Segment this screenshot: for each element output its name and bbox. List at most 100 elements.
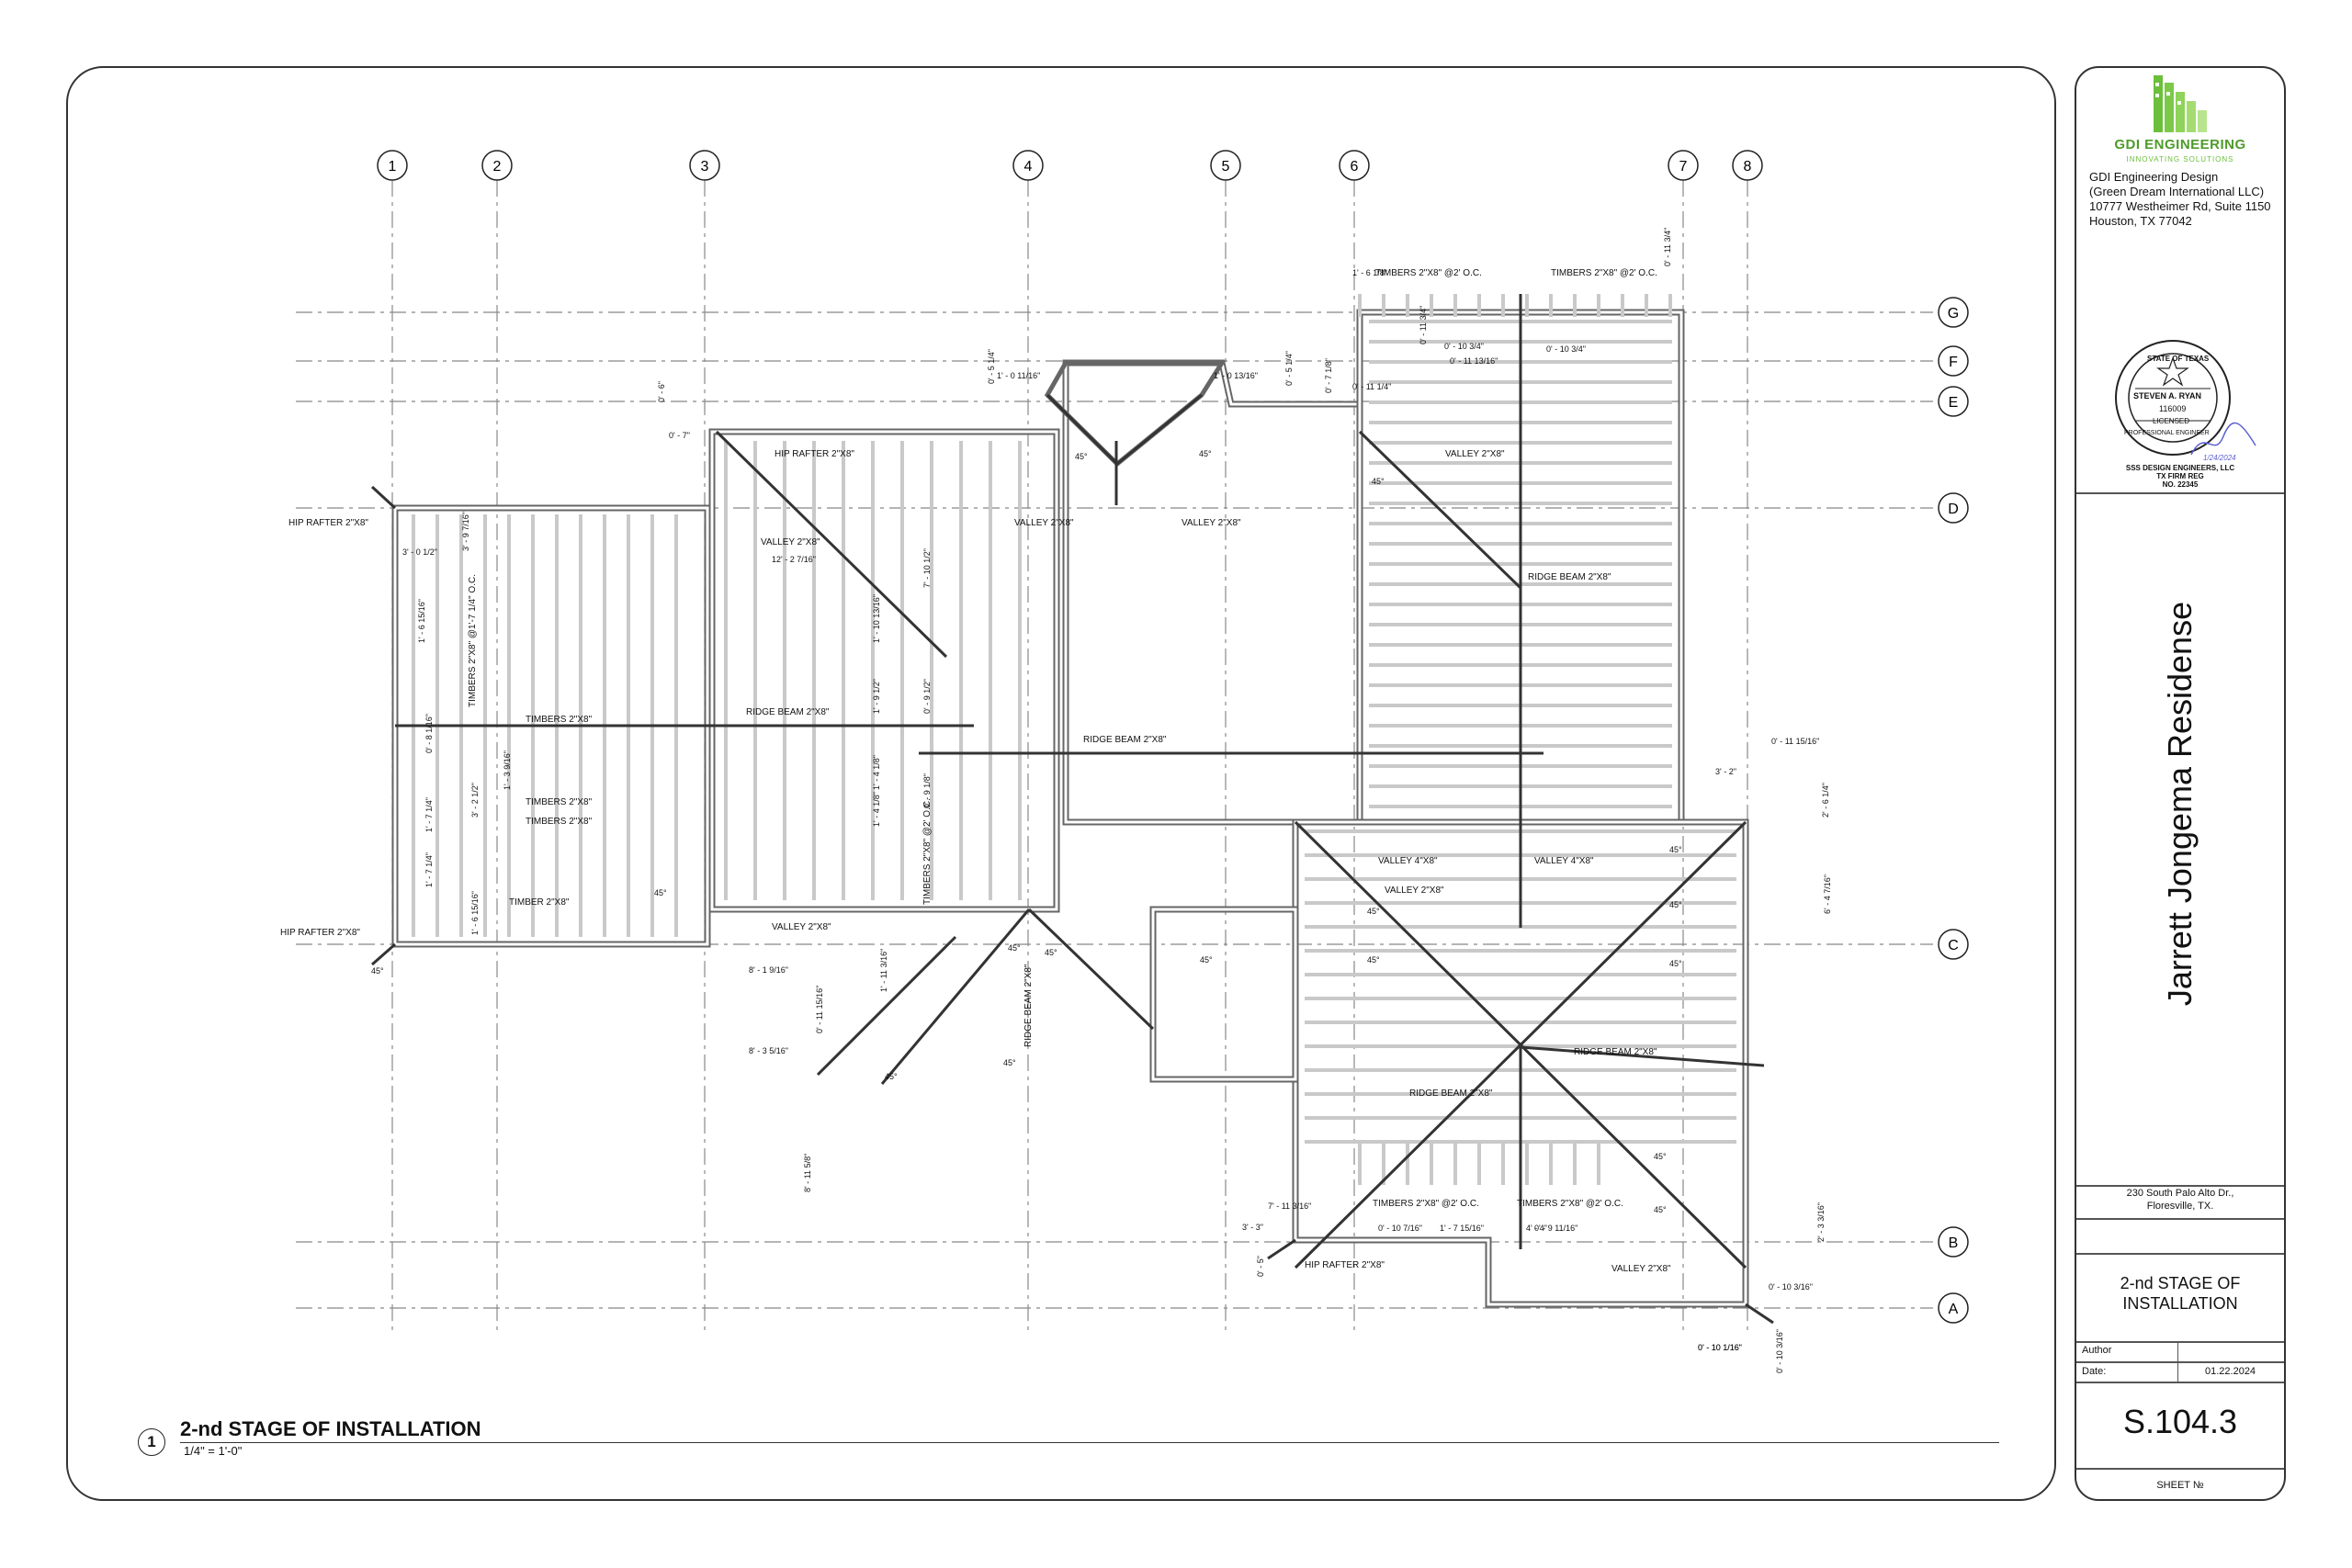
- grid-bubble: [1938, 1292, 1969, 1324]
- dimension-label: 0' - 11 15/16": [1771, 737, 1819, 746]
- dimension-label: 0' - 10 1/16": [1698, 1343, 1742, 1352]
- angle-label: 45°: [885, 1072, 898, 1081]
- dimension-label: 1' - 0 13/16": [1214, 371, 1258, 380]
- author-label: Author: [2082, 1345, 2112, 1356]
- seal-stamp-icon: [2115, 340, 2231, 456]
- grid-lines: [296, 180, 1933, 1332]
- divider: [2076, 1253, 2284, 1255]
- annotation-label: HIP RAFTER 2"X8": [288, 518, 368, 528]
- hip-rafter: [1267, 1238, 1296, 1260]
- divider: [2076, 1341, 2284, 1343]
- dimension-label: 0' - 7 1/8": [1324, 358, 1333, 393]
- firm-reg-name: SSS DESIGN ENGINEERS, LLC: [2125, 464, 2235, 472]
- view-scale: 1/4" = 1'-0": [184, 1444, 243, 1458]
- dimension-label: 3' - 2": [1715, 767, 1736, 776]
- annotation-labels: HIP RAFTER 2"X8" HIP RAFTER 2"X8" HIP RAFT…: [280, 228, 1832, 1373]
- grid-bubble: [377, 150, 408, 181]
- grid-column-label: 3: [701, 159, 709, 175]
- grid-bubble: [689, 150, 720, 181]
- dimension-label: 3' - 3": [1242, 1223, 1263, 1232]
- grid-bubble: [1732, 150, 1763, 181]
- firm-reg-label: TX FIRM REG: [2156, 472, 2204, 480]
- ridge-beam: [1520, 1045, 1765, 1067]
- dimension-label: 8' - 11 5/8": [803, 1154, 812, 1192]
- annotation-label: HIP RAFTER 2"X8": [1305, 1260, 1385, 1270]
- angle-label: 45°: [654, 888, 667, 897]
- engineer-seal: [2113, 338, 2233, 457]
- dimension-label: 7' - 11 3/16": [1268, 1201, 1311, 1211]
- divider: [2076, 1185, 2284, 1187]
- grid-bubble: [1938, 1226, 1969, 1258]
- angle-label: 45°: [1669, 900, 1682, 909]
- annotation-label: VALLEY 2"X8": [1445, 449, 1505, 459]
- view-title-underline: [180, 1442, 1999, 1443]
- annotation-label: TIMBERS 2"X8" @2' O.C.: [1375, 268, 1482, 278]
- hip-rafter: [370, 485, 397, 510]
- dimension-label: 0' - 11 1/4": [1352, 382, 1391, 391]
- address-line: GDI Engineering Design: [2089, 170, 2219, 184]
- annotation-label: TIMBERS 2"X8": [526, 797, 593, 807]
- seal-date: 1/24/2024: [2203, 454, 2236, 462]
- dimension-label: 0' - 9 11/16": [1534, 1224, 1577, 1233]
- dimension-label: 2' - 6 1/4": [1821, 783, 1830, 818]
- sheet-title-line1: 2-nd STAGE OF: [2120, 1274, 2241, 1292]
- firm-reg-number: NO. 22345: [2162, 480, 2199, 489]
- annotation-label: TIMBERS 2"X8": [526, 817, 593, 827]
- dimension-label: 0' - 10 3/16": [1769, 1282, 1813, 1292]
- grid-row-label: F: [1949, 355, 1958, 370]
- dimension-label: 1' - 7 1/4": [424, 852, 434, 887]
- annotation-label: VALLEY 2"X8": [1014, 518, 1074, 528]
- grid-column-label: 8: [1744, 159, 1752, 175]
- grid-bubble: [1938, 492, 1969, 524]
- drawing-sheet-frame: [66, 66, 2056, 1501]
- annotation-label: TIMBERS 2"X8" @2' O.C.: [1517, 1199, 1623, 1209]
- dimension-label: 0' - 11 13/16": [1450, 356, 1498, 366]
- dimension-label: 1' - 9 1/2": [872, 679, 881, 714]
- angle-label: 45°: [1075, 452, 1088, 461]
- dimension-label: 0' - 10 3/4": [1444, 342, 1484, 351]
- annotation-label: HIP RAFTER 2"X8": [775, 449, 854, 459]
- dimension-label: 3' - 9 7/16": [461, 512, 470, 551]
- date-label: Date:: [2082, 1366, 2107, 1377]
- grid-bubble: [1938, 345, 1969, 377]
- grid-column-label: 5: [1222, 159, 1230, 175]
- wall-outline: [708, 428, 1060, 913]
- date-value: 01.22.2024: [2205, 1366, 2256, 1377]
- annotation-label: TIMBERS 2"X8" @2' O.C.: [1551, 268, 1657, 278]
- grid-row-label: D: [1948, 502, 1959, 517]
- grid-bubble: [1938, 929, 1969, 960]
- annotation-label: RIDGE BEAM 2"X8": [1574, 1047, 1657, 1057]
- annotation-label: RIDGE BEAM 2"X8": [1409, 1089, 1493, 1099]
- dimension-label: 0' - 7": [669, 431, 690, 440]
- seal-name: STEVEN A. RYAN: [2133, 391, 2202, 400]
- wall-outline-inner: [1151, 908, 1297, 1081]
- view-number-bubble: 1: [138, 1428, 165, 1456]
- date-divider: [2177, 1343, 2178, 1382]
- divider: [2076, 492, 2284, 494]
- firm-logo-tagline: INNOVATING SOLUTIONS: [2126, 155, 2234, 164]
- annotation-label: RIDGE BEAM 2"X8": [746, 707, 830, 717]
- view-title: 2-nd STAGE OF INSTALLATION: [180, 1417, 481, 1440]
- annotation-label: VALLEY 2"X8": [761, 537, 820, 547]
- annotation-label: TIMBERS 2"X8" @2' O.C.: [1373, 1199, 1479, 1209]
- dimension-label: 0' - 11 15/16": [815, 986, 824, 1033]
- dimension-label: 6' - 4 7/16": [1823, 874, 1832, 914]
- dimension-label: 0' - 10 3/4": [1546, 344, 1586, 354]
- roof-structure: [370, 294, 1774, 1325]
- project-address-line1: 230 South Palo Alto Dr.,: [2126, 1188, 2234, 1199]
- annotation-label: TIMBERS 2"X8" @1'-7 1/4" O.C.: [468, 574, 478, 707]
- dimension-label: 2' - 3 3/16": [1816, 1202, 1826, 1242]
- angle-label: 45°: [1200, 955, 1213, 964]
- grid-bubble: [1938, 386, 1969, 417]
- divider: [2076, 1218, 2284, 1220]
- grid-bubble: [1339, 150, 1370, 181]
- grid-bubble: [1938, 297, 1969, 328]
- dimension-label: 1' - 6 15/16": [417, 599, 426, 643]
- annotation-label: TIMBERS 2"X8": [526, 715, 593, 725]
- sheet-number-label: SHEET №: [2156, 1480, 2204, 1491]
- angle-label: 45°: [1008, 943, 1021, 953]
- grid-row-label: E: [1949, 395, 1959, 411]
- annotation-label: VALLEY 2"X8": [1385, 886, 1444, 896]
